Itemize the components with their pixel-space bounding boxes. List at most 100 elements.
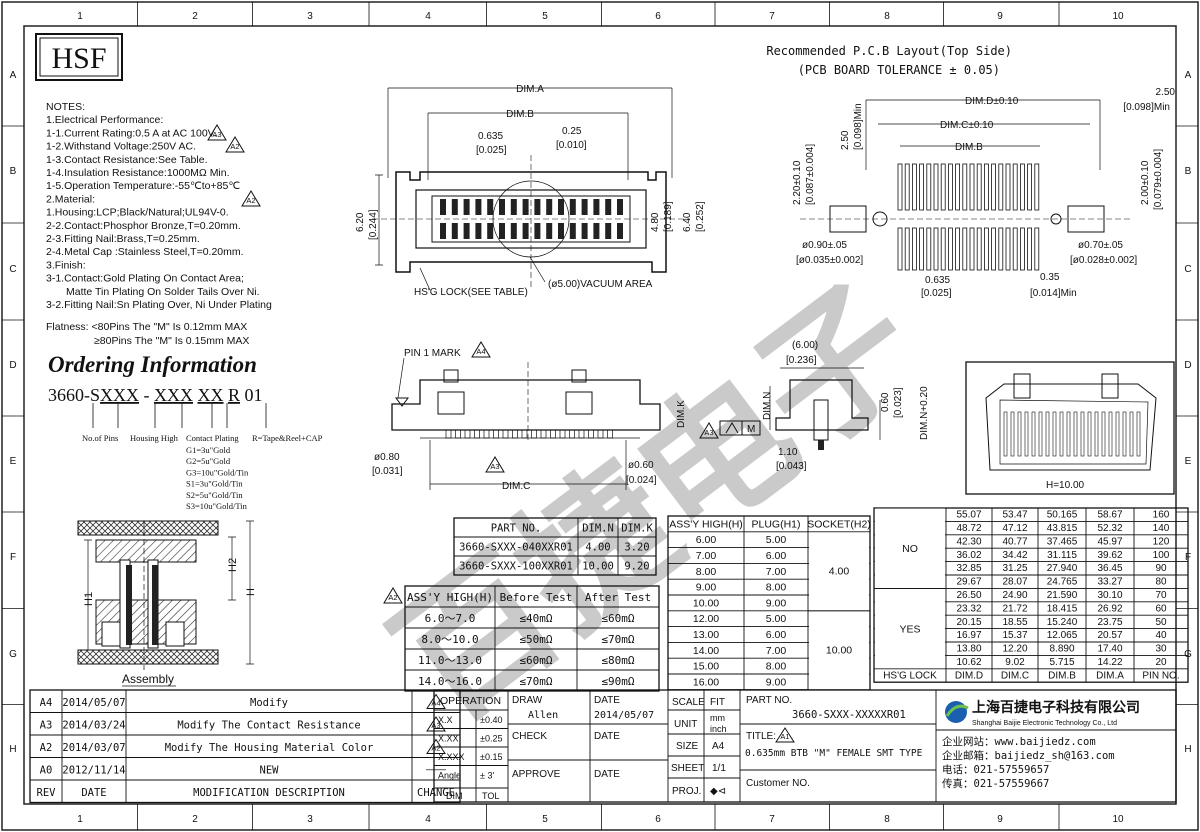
note-line: 1.Electrical Performance: [46, 114, 163, 126]
side-dia-060: ø0.60 [628, 460, 654, 471]
dim-cell: 100 [1153, 550, 1170, 561]
grid-row-label: G [9, 649, 17, 660]
drawing-title: 0.635mm BTB "M" FEMALE SMT TYPE [745, 748, 923, 759]
height-cell: 16.00 [693, 676, 719, 688]
dim-cell: 55.07 [956, 510, 981, 521]
grid-row-label: H [1184, 744, 1191, 755]
dim-cell: 21.72 [1002, 603, 1027, 614]
title-label: TITLE: [746, 731, 776, 742]
width-label-inch: [0.010] [556, 140, 587, 151]
dim-cell: 27.940 [1047, 563, 1078, 574]
note-line: NOTES: [46, 101, 85, 113]
revision-change-marker: —— [426, 765, 446, 776]
resist-cell: 6.0～7.0 [425, 612, 476, 625]
resist-cell: After Test [585, 591, 651, 604]
unit-label: UNIT [674, 719, 697, 730]
dim-cell: HS'G LOCK [883, 670, 937, 681]
height-640: 6.40 [682, 212, 693, 232]
grid-row-label: H [9, 744, 16, 755]
grid-row-label: A [1185, 70, 1192, 81]
change-marker: A3 [485, 456, 505, 473]
change-marker-label: A3 [490, 462, 499, 471]
pcb-right-250-inch: [0.098]Min [1123, 102, 1170, 113]
grid-col-label: 10 [1112, 814, 1124, 825]
grid-col-label: 3 [307, 814, 313, 825]
height-cell: 6.00 [696, 534, 717, 546]
grid-col-label: 9 [997, 11, 1003, 22]
height-620: 6.20 [355, 212, 366, 232]
partno-cell: 4.00 [585, 542, 610, 554]
partno-cell: 3.20 [624, 542, 649, 554]
revision-cell: NEW [260, 765, 280, 777]
assembly-h1: H1 [83, 592, 95, 606]
tolerance-dim: X.XXX [438, 752, 465, 762]
revision-change-marker: A3 [431, 721, 440, 730]
dim-b-pcb: DIM.B [955, 142, 983, 153]
partno-cell: 9.20 [624, 561, 649, 573]
company-tel: 电话：021-57559657 [942, 763, 1049, 776]
dim-cell: 36.02 [956, 550, 981, 561]
pcb-left-220-inch: [0.087±0.004] [805, 144, 816, 205]
grid-row-label: C [9, 264, 16, 275]
proj-label: PROJ. [672, 786, 701, 797]
ordering-information: Ordering Information 3660-SXXX - XXX XX … [48, 352, 323, 511]
section-base: 1.10 [778, 447, 798, 458]
draw-date: 2014/05/07 [594, 710, 654, 721]
pcb-pitch-inch: [0.025] [921, 288, 952, 299]
grid-row-label: E [10, 456, 17, 467]
partno-cell: PART NO. [491, 523, 542, 535]
tolerance-value: ±0.15 [480, 752, 502, 762]
note-line: 1-1.Current Rating:0.5 A at AC 100V. [46, 127, 217, 139]
height-cell: 7.00 [696, 550, 717, 562]
section-width: (6.00) [792, 340, 818, 351]
revision-cell: MODIFICATION DESCRIPTION [193, 787, 345, 799]
grid-col-label: 4 [425, 814, 431, 825]
pcb-space: 0.35 [1040, 272, 1060, 283]
dim-cell: 20.15 [956, 617, 981, 628]
change-marker: A3 [207, 124, 227, 141]
top-view-drawing: DIM.A DIM.B 0.635 [0.025] 0.25 [0.010] 6… [355, 84, 706, 298]
dim-cell: 12.20 [1002, 644, 1027, 655]
order-code-part: XX [198, 385, 224, 405]
grid-col-label: 5 [542, 11, 548, 22]
dim-cell: 24.90 [1002, 590, 1027, 601]
grid-col-label: 2 [192, 814, 198, 825]
height-cell: 8.00 [766, 582, 787, 594]
dim-cell: 90 [1155, 563, 1167, 574]
dim-cell: PIN NO. [1142, 670, 1179, 681]
operation-label: OPERATION [440, 695, 501, 707]
assembly-drawing: H1 H2 H Assembly [77, 520, 257, 687]
order-label-pins: No.of Pins [82, 433, 118, 443]
pcb-right-200: 2.00±0.10 [1140, 160, 1151, 205]
height-cell: SOCKET(H2) [807, 518, 871, 530]
side-dia-080-inch: [0.031] [372, 466, 403, 477]
pcb-right-200-inch: [0.079±0.004] [1153, 149, 1164, 210]
resist-cell: ≤70mΩ [519, 675, 552, 688]
section-dim-n: DIM.N [762, 392, 773, 420]
dim-cell: 52.32 [1097, 523, 1122, 534]
side-dia-080: ø0.80 [374, 452, 400, 463]
date-label: DATE [594, 731, 620, 742]
side-view-drawing: PIN 1 MARK DIM.C DIM.K ø0.80 [0.031] ø0.… [372, 348, 687, 492]
order-label-reel: R=Tape&Reel+CAP [252, 433, 323, 443]
dim-cell: 13.80 [956, 644, 981, 655]
dim-cell: 29.67 [956, 577, 981, 588]
revision-cell: Modify The Contact Resistance [177, 720, 360, 732]
part-no-label: PART NO. [746, 695, 792, 706]
order-code-part: XXX [100, 385, 139, 405]
dim-cell: 58.67 [1097, 510, 1122, 521]
revision-cell: Modify [250, 697, 288, 709]
order-code-part: 01 [240, 385, 263, 405]
dim-cell: 36.45 [1097, 563, 1122, 574]
dim-cell: 120 [1153, 536, 1170, 547]
partno-cell: 10.00 [582, 561, 614, 573]
dim-c: DIM.C±0.10 [940, 120, 994, 131]
change-marker: A4 [471, 341, 491, 358]
dim-cell: 43.815 [1047, 523, 1078, 534]
dim-cell: DIM.A [1096, 670, 1124, 681]
assembly-h2: H2 [227, 558, 239, 572]
note-line: 1-2.Withstand Voltage:250V AC. [46, 141, 196, 153]
sheet-value: 1/1 [712, 763, 726, 774]
